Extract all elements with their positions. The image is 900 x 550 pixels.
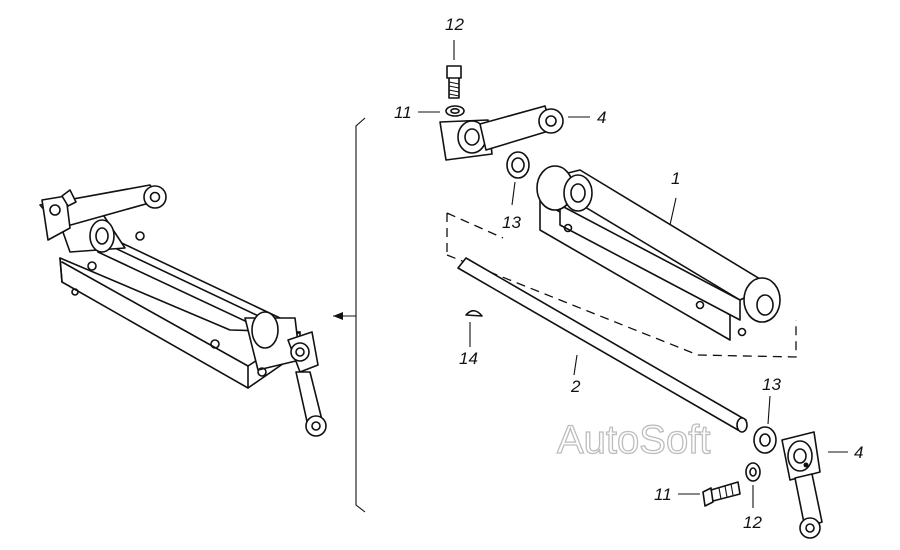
bracket-part [446, 165, 797, 358]
washer-bottom [745, 462, 761, 508]
callout-12-top: 12 [445, 15, 464, 34]
washer-ring-bottom [753, 395, 777, 454]
shaft [457, 257, 748, 433]
key [465, 309, 483, 347]
callout-1: 1 [671, 169, 680, 188]
washer-ring-top [506, 151, 530, 206]
lever-top [439, 105, 590, 161]
assembled-unit [39, 184, 327, 437]
bolt-top [446, 40, 462, 99]
callout-4-bottom: 4 [854, 443, 863, 462]
callout-2: 2 [570, 377, 581, 396]
callout-13-top: 13 [502, 213, 521, 232]
callout-13-bottom: 13 [762, 375, 781, 394]
lever-bottom [781, 431, 848, 539]
callout-11-bottom: 11 [654, 485, 672, 504]
watermark: AutoSoft [557, 418, 710, 462]
callout-14: 14 [459, 349, 478, 368]
assembly-bracket [333, 117, 366, 513]
callout-11-top: 11 [394, 103, 412, 122]
washer-top [418, 105, 465, 117]
callout-4-top: 4 [597, 108, 606, 127]
bolt-bottom [678, 481, 741, 507]
callout-12-bottom: 12 [743, 513, 762, 532]
